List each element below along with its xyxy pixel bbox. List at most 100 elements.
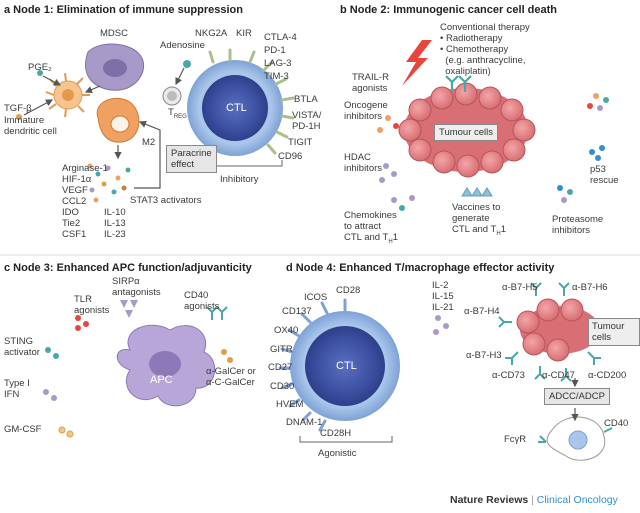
apc-label: APC — [150, 374, 173, 386]
vaccines-text: Vaccines to generate CTL and T — [452, 202, 501, 235]
trail-label: TRAIL-R agonists — [352, 72, 389, 94]
cd47-label: α-CD47 — [542, 370, 575, 381]
treg-label: TREG — [168, 107, 187, 123]
cd96-label: CD96 — [278, 151, 303, 162]
interleukins-label: IL-2 IL-15 IL-21 — [432, 280, 454, 313]
treg-label-main: T — [168, 107, 174, 118]
chemokines-label: Chemokines to attract CTL and TH1 — [344, 210, 398, 248]
vaccine-triangles — [461, 187, 493, 197]
stat3-arrow — [134, 120, 161, 189]
ctl-label-a: CTL — [226, 102, 247, 114]
nkg2a-label: NKG2A — [195, 28, 228, 39]
hvem-label: HVEM — [276, 399, 304, 410]
panel-d-node-label: d Node 4: — [286, 262, 337, 274]
immature-dendritic-cell — [45, 72, 90, 118]
agonistic-label: Agonistic — [318, 448, 357, 459]
vaccines-label: Vaccines to generate CTL and TH1 — [452, 202, 506, 240]
ctl-label-d: CTL — [336, 360, 357, 372]
fcgr-label: FcγR — [504, 434, 527, 445]
adenosine-label: Adenosine — [160, 40, 205, 51]
sting-label: STING activator — [4, 336, 40, 358]
journal-name: Nature Reviews — [450, 494, 529, 506]
factors-left-list: Arginase-1 HIF-1α VEGF CCL2 IDO Tie2 CSF… — [62, 163, 108, 240]
cd73-label: α-CD73 — [492, 370, 525, 381]
agonistic-bracket — [299, 436, 393, 443]
tumour-cells-box-b: Tumour cells — [434, 124, 499, 141]
vaccines-th-one: 1 — [500, 224, 506, 235]
stat3-label: STAT3 activators — [130, 195, 202, 206]
dnam-label: DNAM-1 — [286, 417, 323, 428]
small-molecule-dots — [377, 93, 609, 211]
cd28-label: CD28 — [336, 285, 361, 296]
journal-section: Clinical Oncology — [536, 494, 618, 506]
receptors-right-list: CTLA-4 PD-1 LAG-3 TIM-3 — [264, 32, 297, 82]
tgfb-molecule — [16, 114, 22, 120]
panel-a-node-label: a Node 1: — [4, 4, 54, 16]
apc-signals — [43, 300, 233, 438]
trail-antibody — [445, 75, 472, 92]
mdsc-label: MDSC — [100, 28, 128, 39]
apc-cell — [116, 324, 216, 407]
immature-dc-label: Immature dendritic cell — [4, 115, 57, 137]
cd40-label-d: CD40 — [604, 418, 629, 429]
b7h6-label: α-B7-H6 — [572, 282, 608, 293]
chemokines-th-one: 1 — [392, 232, 398, 243]
panel-c-title: c Node 3: Enhanced APC function/adjuvant… — [4, 262, 252, 274]
ctl-cell-d — [290, 311, 400, 421]
sirpa-label: SIRPα antagonists — [112, 276, 161, 298]
gitr-label: GITR — [270, 344, 293, 355]
panel-b-title: b Node 2: Immunogenic cancer cell death — [340, 4, 557, 16]
journal-footer: Nature Reviews | Clinical Oncology — [450, 494, 618, 506]
galcer-label: α-GalCer or α-C-GalCer — [206, 366, 256, 388]
cd30-label: CD30 — [270, 381, 295, 392]
tumour-cells-box-d: Tumour cells — [588, 318, 640, 346]
kir-label: KIR — [236, 28, 252, 39]
inhibitory-receptors — [208, 48, 295, 155]
macrophage-d — [538, 416, 613, 461]
conventional-therapy-label: Conventional therapy • Radiotherapy • Ch… — [440, 22, 530, 77]
vista-label: VISTA/ PD-1H — [292, 110, 322, 132]
oncogene-label: Oncogene inhibitors — [344, 100, 388, 122]
treg-label-sub: REG — [173, 113, 187, 120]
interleukin-dots — [433, 315, 449, 335]
tumour-mass-d — [516, 298, 600, 362]
cd40-agonist-label: CD40 agonists — [184, 290, 220, 312]
ox40-label: OX40 — [274, 325, 299, 336]
journal-separator: | — [528, 494, 537, 506]
cd137-label: CD137 — [282, 306, 312, 317]
proteasome-label: Proteasome inhibitors — [552, 214, 604, 236]
p53-label: p53 rescue — [590, 164, 619, 186]
paracrine-effect-box: Paracrine effect — [166, 145, 217, 173]
chemokines-th-sub: H — [388, 238, 393, 245]
icos-label: ICOS — [304, 292, 328, 303]
adenosine-molecule — [183, 60, 191, 68]
hdac-label: HDAC inhibitors — [344, 152, 383, 174]
pge2-label: PGE₂ — [28, 62, 52, 73]
pge2-molecule — [37, 70, 43, 76]
m2-label: M2 — [142, 137, 156, 148]
adcc-adcp-box: ADCC/ADCP — [544, 388, 610, 405]
factors-right-list: IL-10 IL-13 IL-23 — [104, 207, 126, 240]
radiation-bolt — [402, 40, 432, 86]
m2-nucleus — [110, 115, 130, 133]
b7h4-label: α-B7-H4 — [464, 306, 500, 317]
cd28h-label: CD28H — [320, 428, 352, 439]
b7h5-label: α-B7-H5 — [502, 282, 538, 293]
chemokines-text: Chemokines to attract CTL and T — [344, 210, 397, 243]
panel-b-title-text: Immunogenic cancer cell death — [393, 4, 558, 16]
mdsc-nucleus — [103, 59, 127, 77]
btla-label: BTLA — [294, 94, 318, 105]
type1-ifn-label: Type I IFN — [4, 378, 30, 400]
vaccines-th-sub: H — [496, 230, 501, 237]
panel-a-title-text: Elimination of immune suppression — [56, 4, 243, 16]
panel-c-title-text: Enhanced APC function/adjuvanticity — [56, 262, 252, 274]
cd27-label: CD27 — [268, 362, 293, 373]
panel-b-node-label: b Node 2: — [340, 4, 391, 16]
agonistic-receptors — [278, 298, 347, 432]
b7h3-label: α-B7-H3 — [466, 350, 502, 361]
tlr-label: TLR agonists — [74, 294, 110, 316]
ctl-cell-a — [187, 60, 283, 156]
panel-a-title: a Node 1: Elimination of immune suppress… — [4, 4, 243, 16]
tgfb-label: TGF-β — [4, 103, 32, 114]
